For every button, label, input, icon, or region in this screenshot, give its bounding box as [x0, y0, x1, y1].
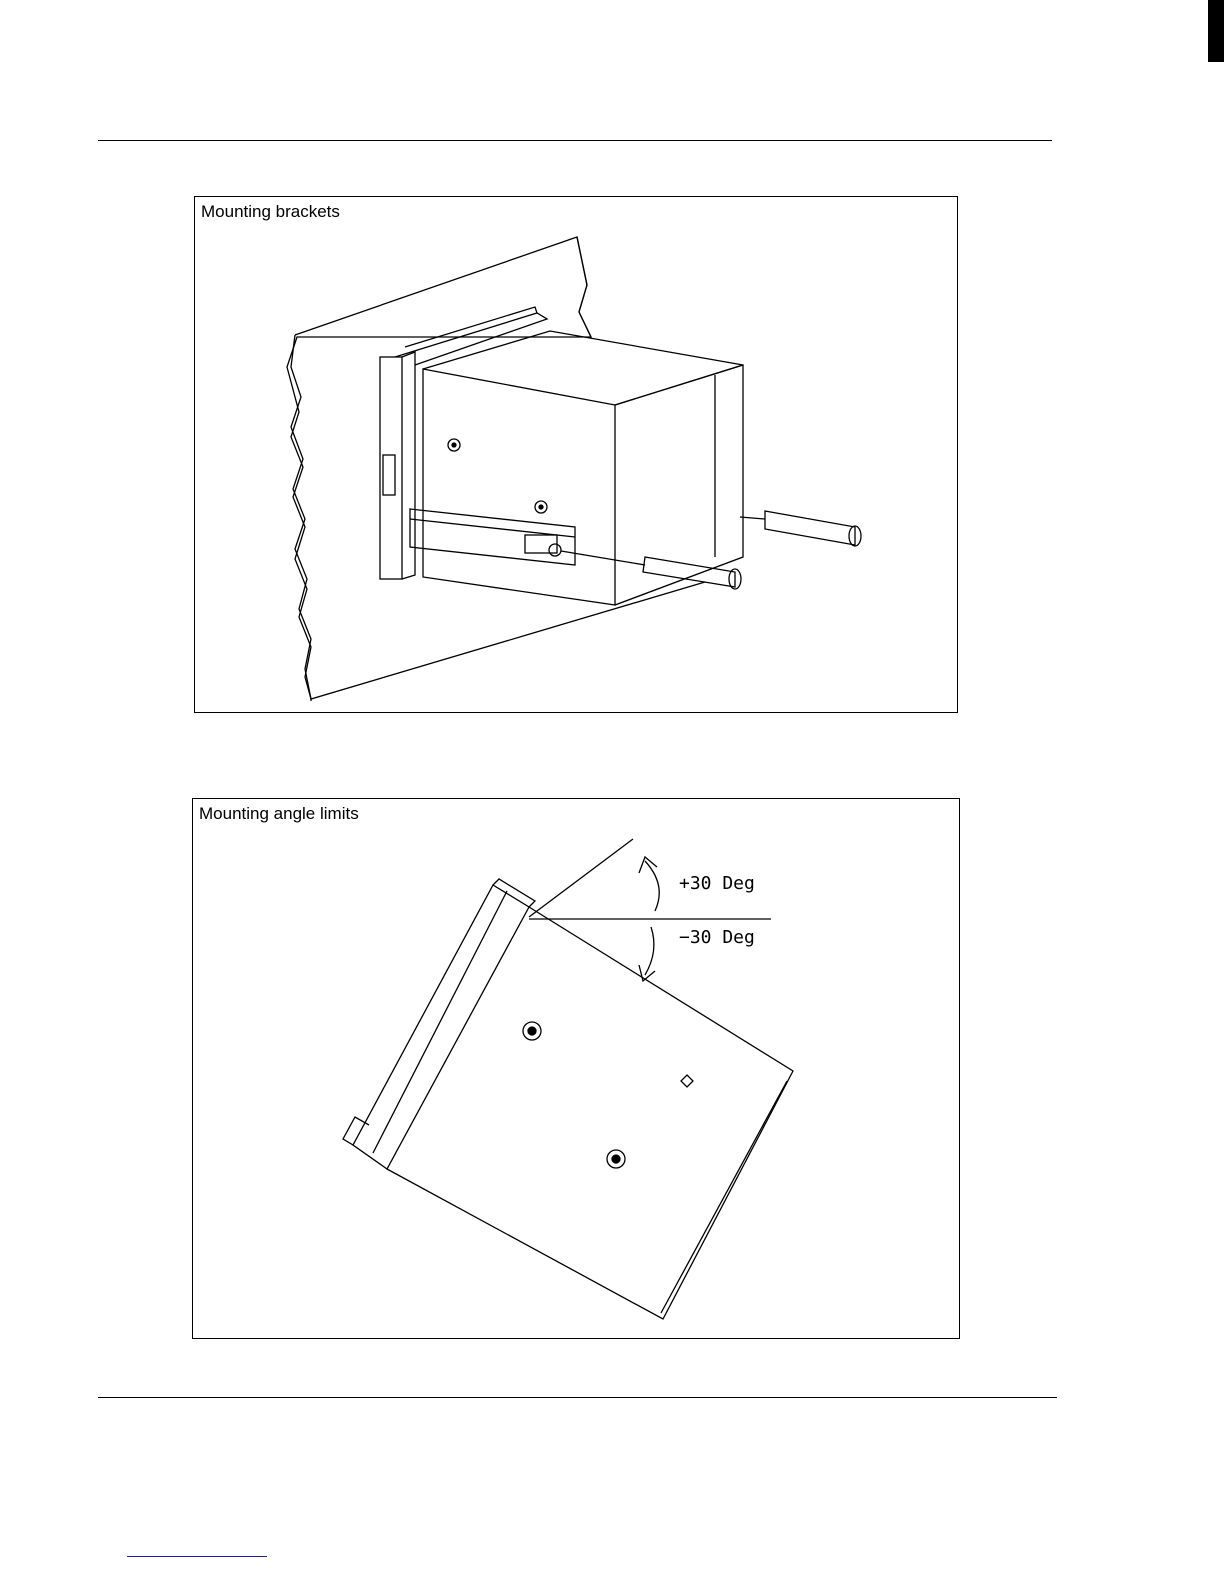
- angle-line-upper: [529, 839, 633, 917]
- page-edge-marker: [1208, 0, 1224, 62]
- housing-top: [423, 331, 743, 405]
- screwdriver-shaft: [740, 517, 765, 519]
- lower-angle-label: −30 Deg: [679, 927, 755, 948]
- footer-rule: [98, 1397, 1057, 1398]
- arrow-up-icon: [645, 861, 659, 911]
- panel-wall: [287, 237, 591, 701]
- screwdriver-handle: [765, 511, 855, 545]
- header-rule: [98, 140, 1052, 141]
- arrow-down-icon: [645, 927, 654, 975]
- upper-angle-label: +30 Deg: [679, 873, 755, 894]
- mounting-angle-drawing: +30 Deg −30 Deg: [193, 799, 961, 1340]
- rotated-bezel: [353, 885, 529, 1169]
- screwdriver-handle: [643, 557, 735, 587]
- screwdriver-shaft: [561, 551, 645, 565]
- mounting-brackets-drawing: [195, 197, 959, 714]
- mounting-bracket: [410, 509, 575, 565]
- housing-side: [423, 369, 615, 605]
- housing-right: [615, 365, 743, 605]
- figure-mounting-brackets: Mounting brackets: [194, 196, 958, 713]
- footer-link-underline[interactable]: [127, 1556, 267, 1557]
- figure-mounting-angle-limits: Mounting angle limits +30 Deg −30 Deg: [192, 798, 960, 1339]
